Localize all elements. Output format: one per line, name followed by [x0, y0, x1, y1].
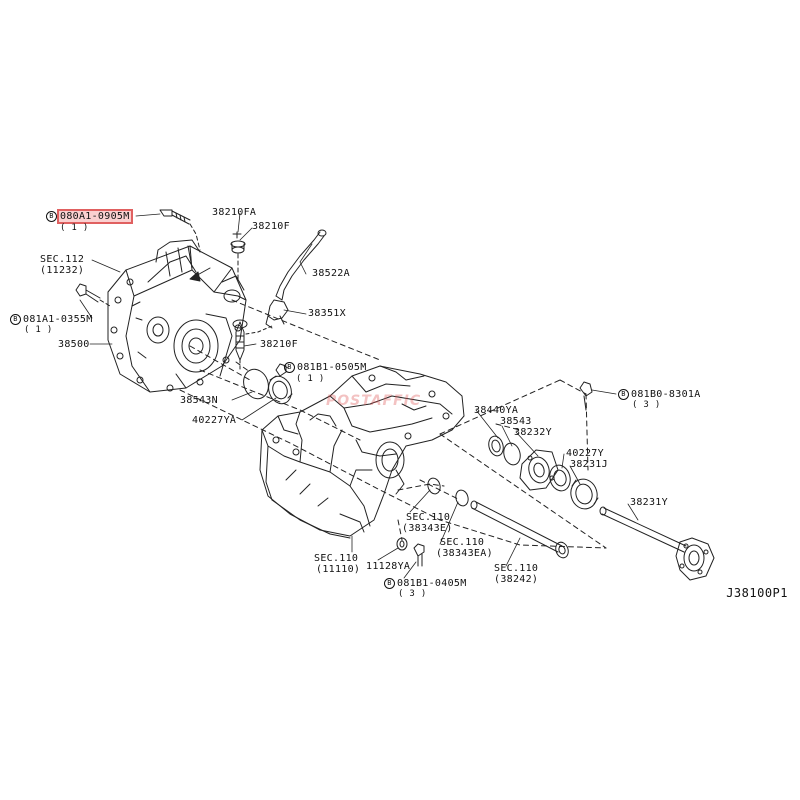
qty-080a1-0905m: ( 1 )	[60, 223, 89, 233]
tube-38242	[470, 500, 569, 559]
label-38210f: 38210F	[260, 339, 298, 350]
label-081b0-8301a: 081B0-8301A	[631, 389, 701, 400]
watermark: POSTAFFIC	[326, 393, 422, 409]
label-080a1-0905m-highlighted: 080A1-0905M	[57, 209, 133, 224]
bolt-081a1-0355m	[75, 283, 111, 307]
assembly-guide-lines	[179, 299, 607, 549]
o-ring-38343e	[427, 477, 441, 495]
label-sec110-a-ref: (38343E)	[402, 523, 453, 534]
rear-cover	[259, 365, 465, 539]
bolt-080a1-0905m	[159, 209, 201, 251]
label-sec110-a: SEC.110	[406, 512, 451, 523]
label-38231j: 38231J	[570, 459, 608, 470]
label-sec110-c: SEC.110	[494, 563, 539, 574]
label-sec110-d: SEC.110	[314, 553, 359, 564]
bolt-marker-icon: B	[284, 362, 295, 373]
label-081b1-0505m: 081B1-0505M	[297, 362, 367, 373]
label-38522a: 38522A	[312, 268, 350, 279]
bolt-081b0-8301a	[579, 381, 593, 411]
flange-38231j	[570, 478, 599, 510]
label-sec110-b: SEC.110	[440, 537, 485, 548]
label-40227ya: 40227YA	[192, 415, 237, 426]
qty-081b1-0405m: ( 3 )	[398, 589, 427, 599]
label-38543n: 38543N	[180, 395, 218, 406]
oil-seal-40227ya	[268, 375, 293, 405]
diagram-id: J38100P1	[726, 586, 788, 600]
o-ring-38543	[503, 442, 521, 466]
label-38210fa: 38210FA	[212, 207, 257, 218]
label-40227y: 40227Y	[566, 448, 604, 459]
bolt-081b1-0405m	[413, 543, 425, 567]
retainer-38232y	[519, 449, 559, 491]
bolt-marker-icon: B	[618, 389, 629, 400]
o-ring-38440ya	[488, 435, 504, 457]
bolt-marker-icon: B	[46, 211, 57, 222]
label-sec110-d-ref: (11110)	[316, 564, 361, 575]
breather-assembly	[230, 229, 327, 373]
o-ring-38343ea	[455, 489, 469, 507]
oil-seal-40227y	[549, 464, 571, 492]
label-38440ya: 38440YA	[474, 405, 519, 416]
label-11128ya: 11128YA	[366, 561, 411, 572]
label-38232y: 38232Y	[514, 427, 552, 438]
label-38231y: 38231Y	[630, 497, 668, 508]
washer-11128ya	[396, 537, 408, 551]
label-38351x: 38351X	[308, 308, 346, 319]
label-38543: 38543	[500, 416, 532, 427]
qty-081b0-8301a: ( 3 )	[632, 400, 661, 410]
axle-shaft-38231y	[599, 506, 715, 581]
differential-case	[107, 239, 247, 393]
leader-lines	[79, 212, 639, 579]
label-38500: 38500	[58, 339, 90, 350]
label-081b1-0405m: 081B1-0405M	[397, 578, 467, 589]
label-081a1-0355m: 081A1-0355M	[23, 314, 93, 325]
label-38210f-top: 38210F	[252, 221, 290, 232]
bolt-marker-icon: B	[10, 314, 21, 325]
bolt-marker-icon: B	[384, 578, 395, 589]
label-sec112-ref: (11232)	[40, 265, 85, 276]
qty-081a1-0355m: ( 1 )	[24, 325, 53, 335]
label-sec110-b-ref: (38343EA)	[436, 548, 493, 559]
label-sec110-c-ref: (38242)	[494, 574, 539, 585]
label-sec112: SEC.112	[40, 254, 85, 265]
qty-081b1-0505m: ( 1 )	[296, 374, 325, 384]
